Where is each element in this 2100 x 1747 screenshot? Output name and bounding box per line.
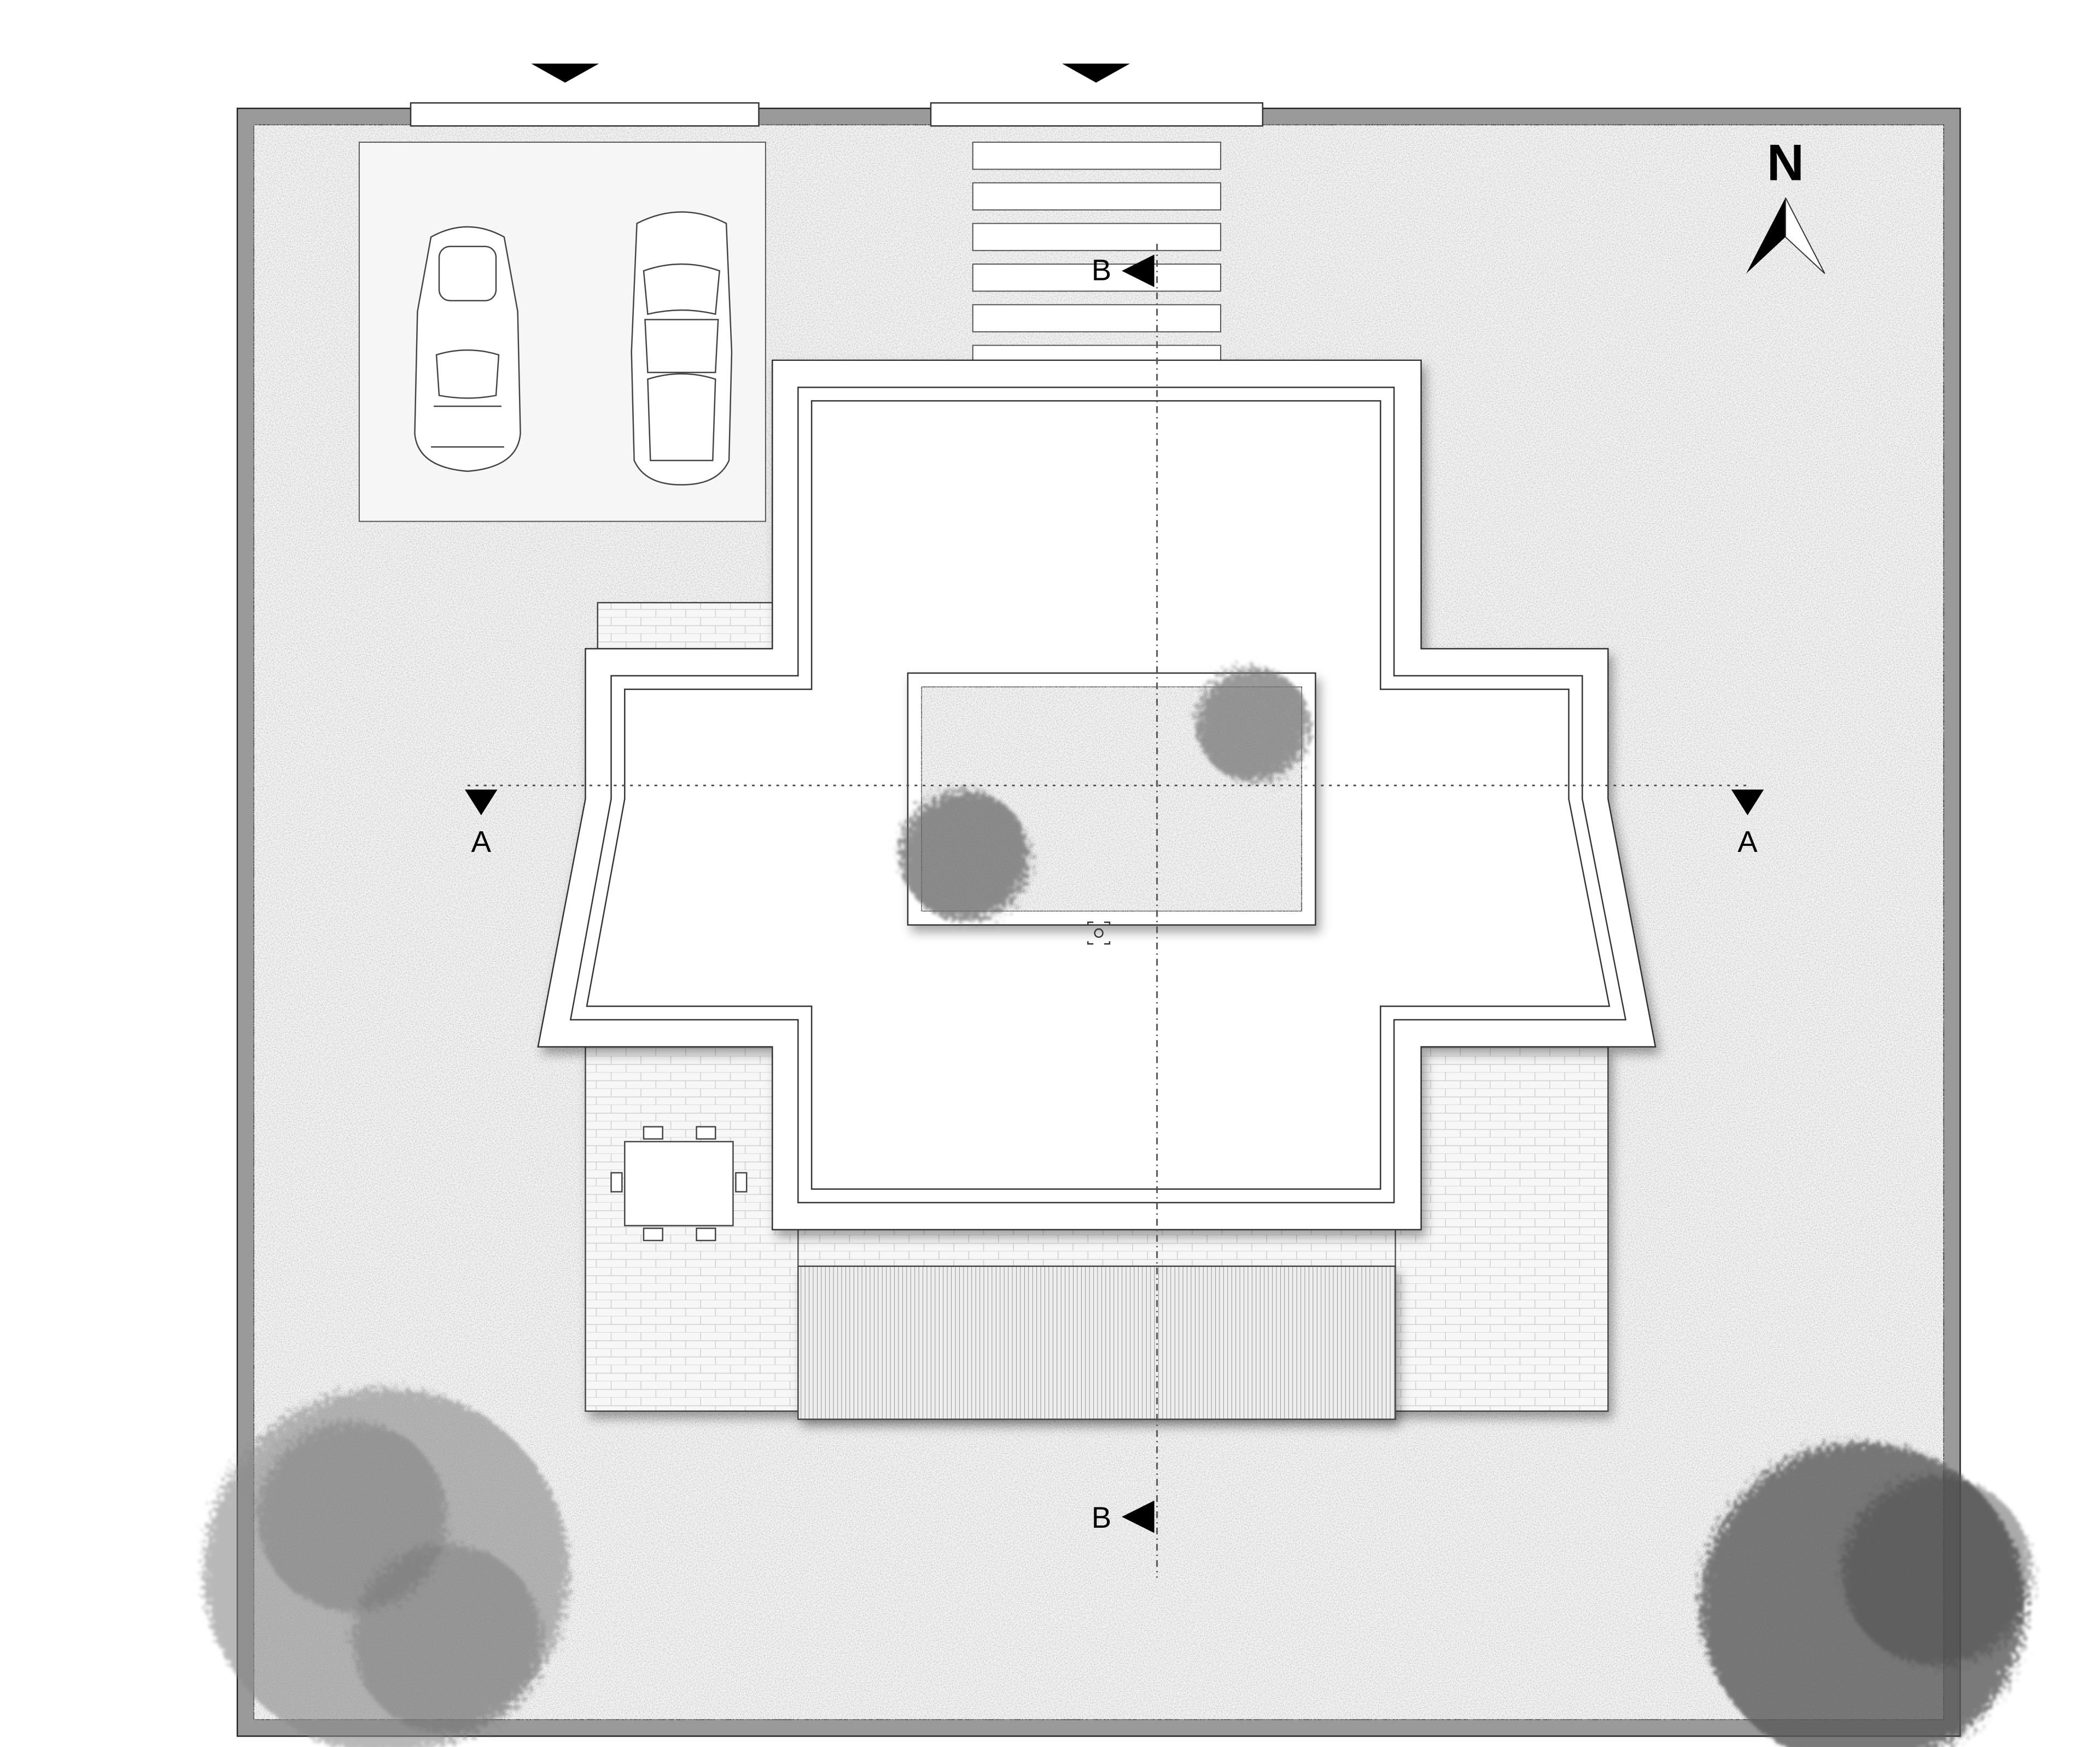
north-arrow: N: [1746, 133, 1825, 274]
dining-table: [610, 1126, 748, 1241]
entrance-gate-left: [410, 63, 760, 127]
north-arrow-icon: [1746, 197, 1786, 274]
section-marker-a-right: A: [1731, 789, 1764, 858]
courtyard: [900, 668, 1316, 926]
section-label: A: [471, 825, 492, 858]
entry-arrow-icon: [531, 63, 599, 83]
tree-bottom-right: [1700, 1442, 2032, 1747]
section-arrow-icon: [1122, 254, 1154, 288]
tree-bottom-left: [203, 1388, 569, 1747]
north-label: N: [1767, 133, 1804, 191]
tree-icon: [900, 791, 1030, 921]
parking-area: [358, 142, 766, 522]
section-marker-b-top: B: [1092, 254, 1154, 288]
side-terrace: [597, 601, 773, 650]
entry-arrow-icon: [1062, 63, 1130, 83]
stepping-stones: [972, 142, 1222, 363]
wood-deck: [797, 1265, 1396, 1420]
section-arrow-icon: [1731, 789, 1764, 815]
section-label: A: [1737, 825, 1758, 858]
terrace-strip: [797, 1225, 1396, 1267]
section-label: B: [1092, 254, 1111, 287]
car-left: [414, 226, 521, 472]
entrance-gate-right: [930, 63, 1264, 127]
car-right: [631, 211, 733, 486]
section-marker-b-bottom: B: [1092, 1500, 1154, 1534]
section-arrow-icon: [1122, 1500, 1154, 1533]
camera-icon: [1087, 921, 1111, 945]
section-marker-a-left: A: [465, 789, 498, 858]
tree-icon: [1196, 668, 1310, 782]
section-arrow-icon: [465, 789, 498, 815]
section-label: B: [1092, 1501, 1111, 1534]
